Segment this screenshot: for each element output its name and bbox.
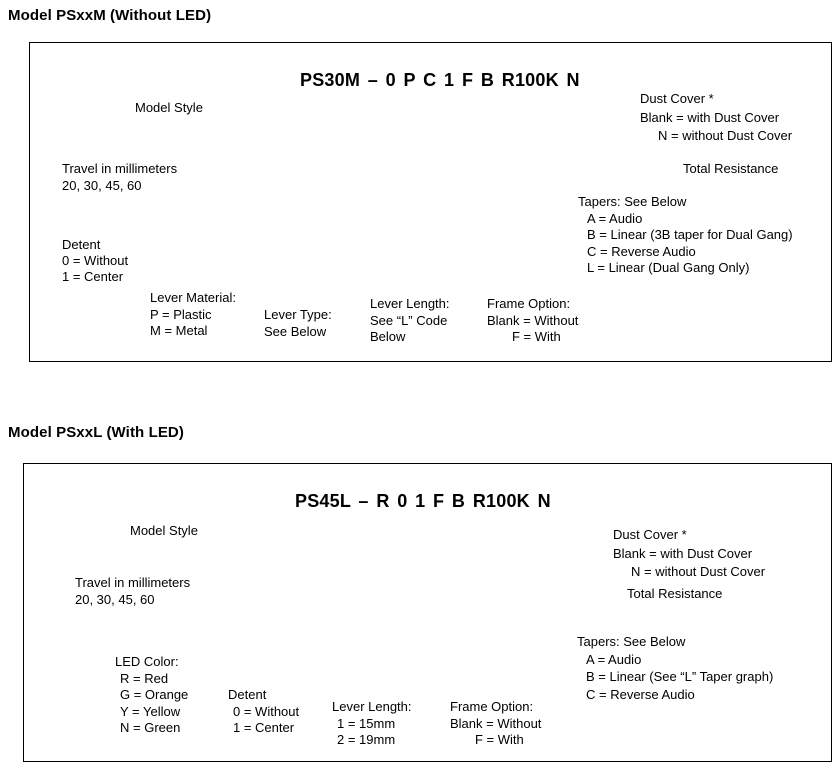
label-dust-cover-psxxl: Dust Cover * Blank = with Dust Cover N =…	[613, 527, 766, 579]
section-title-psxxl: Model PSxxL (With LED)	[8, 424, 184, 441]
label-travel-psxxm: Travel in millimeters 20, 30, 45, 60	[62, 161, 178, 193]
label-total-resistance-psxxm: Total Resistance	[683, 161, 779, 176]
diagram-box-psxxm	[29, 42, 832, 362]
label-frame-option-psxxm: Frame Option: Blank = Without F = With	[487, 296, 579, 344]
part-number-psxxl: PS45L – R 0 1 F B R100K N	[295, 491, 551, 511]
label-lever-type-psxxm: Lever Type: See Below	[264, 307, 332, 339]
label-model-style-psxxm: Model Style	[135, 100, 203, 115]
label-detent-psxxm: Detent 0 = Without 1 = Center	[62, 237, 129, 284]
label-lever-length-psxxl: Lever Length: 1 = 15mm 2 = 19mm	[332, 699, 412, 747]
label-frame-option-psxxl: Frame Option: Blank = Without F = With	[450, 699, 542, 747]
section-title-psxxm: Model PSxxM (Without LED)	[8, 7, 212, 24]
diagram-box-psxxl	[23, 463, 832, 762]
label-dust-cover-psxxm: Dust Cover * Blank = with Dust Cover N =…	[640, 91, 793, 143]
label-travel-psxxl: Travel in millimeters 20, 30, 45, 60	[75, 575, 191, 607]
label-tapers-psxxm: Tapers: See Below A = Audio B = Linear (…	[578, 194, 793, 275]
part-number-psxxm: PS30M – 0 P C 1 F B R100K N	[300, 70, 580, 90]
label-model-style-psxxl: Model Style	[130, 523, 198, 538]
label-detent-psxxl: Detent 0 = Without 1 = Center	[228, 687, 300, 735]
label-tapers-psxxl: Tapers: See Below A = Audio B = Linear (…	[577, 634, 774, 703]
label-lever-material-psxxm: Lever Material: P = Plastic M = Metal	[150, 290, 236, 338]
label-lever-length-psxxm: Lever Length: See “L” Code Below	[370, 296, 450, 344]
label-total-resistance-psxxl: Total Resistance	[627, 586, 723, 601]
label-led-color-psxxl: LED Color: R = Red G = Orange Y = Yellow…	[115, 654, 189, 735]
